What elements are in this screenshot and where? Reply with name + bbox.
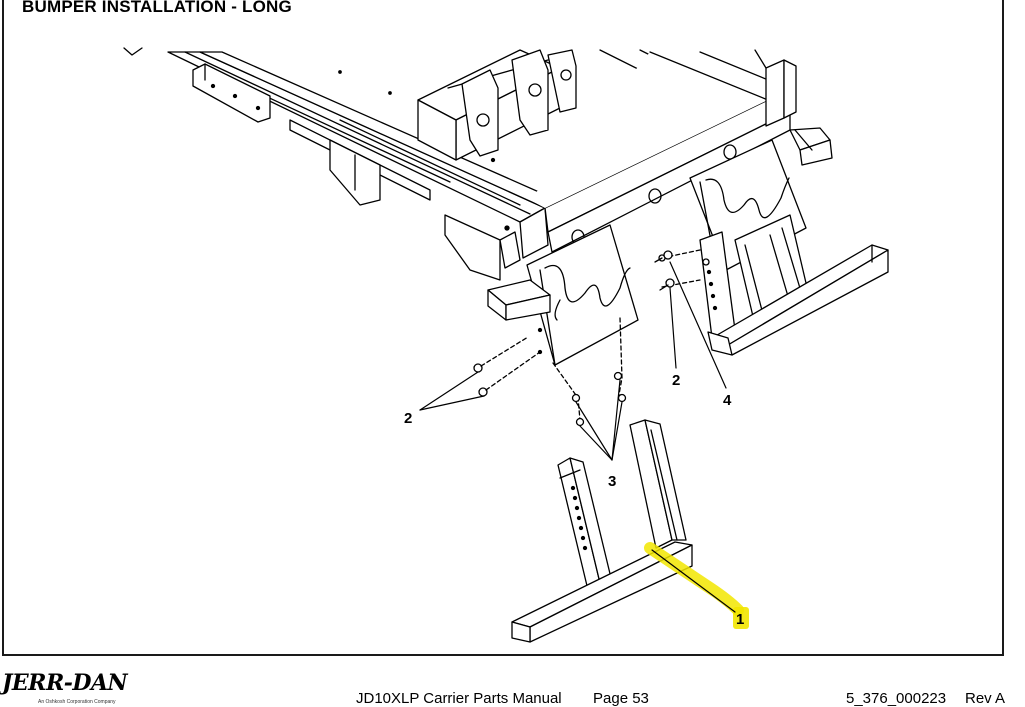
installed-bumper (707, 244, 889, 356)
footer-doc-number: 5_376_000223 (846, 690, 947, 707)
exploded-bumper (511, 419, 693, 643)
crossmember-tube (417, 49, 701, 161)
callout-leaders (419, 261, 736, 613)
left-mount-bracket (487, 224, 639, 366)
callout-2-right: 2 (672, 372, 680, 389)
footer-manual-title: JD10XLP Carrier Parts Manual (356, 690, 562, 707)
rear-crossmember (530, 49, 833, 253)
footer-page-number: Page 53 (593, 690, 649, 707)
footer-revision: Rev A (965, 690, 1006, 707)
callout-4: 4 (723, 392, 732, 409)
hardware-bolts (473, 249, 701, 427)
left-frame-rail (123, 47, 549, 281)
jerr-dan-logo: JERR-DAN (2, 670, 128, 696)
callout-1: 1 (736, 611, 744, 628)
logo-subtitle: An Oshkosh Corporation Company (38, 699, 116, 705)
callout-1-highlight (733, 607, 749, 629)
drawing-title: BUMPER INSTALLATION - LONG (22, 0, 292, 16)
part-highlight (644, 542, 744, 616)
callout-2-left: 2 (404, 410, 412, 427)
drawing-frame (2, 0, 1004, 656)
callout-3: 3 (608, 473, 616, 490)
